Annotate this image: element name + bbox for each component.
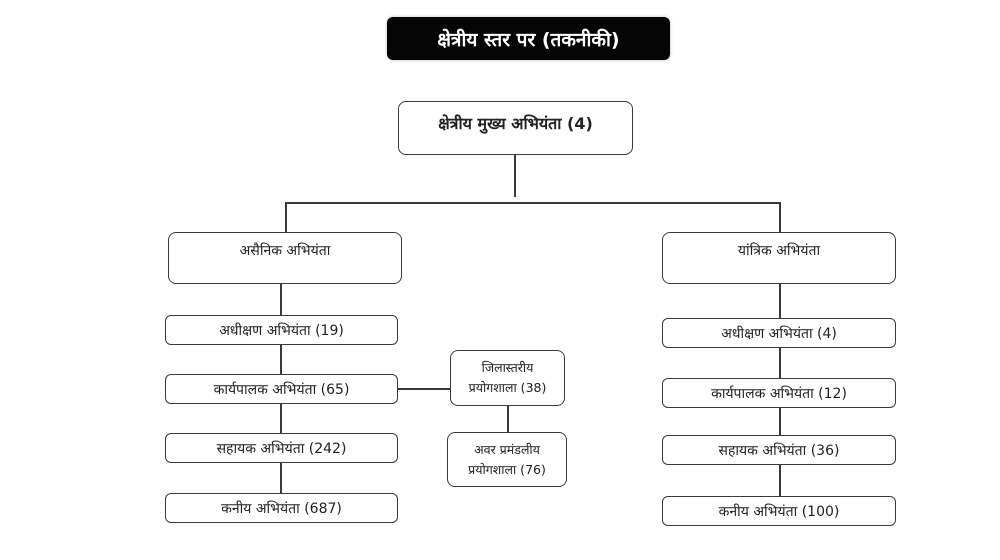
district-lab-label: जिलास्तरीय प्रयोगशाला (38) bbox=[469, 358, 547, 398]
connector-right-branch bbox=[779, 202, 781, 232]
root-node: क्षेत्रीय मुख्य अभियंता (4) bbox=[398, 101, 633, 155]
branch-civil: असैनिक अभियंता bbox=[168, 232, 402, 284]
connector-root-down bbox=[514, 155, 516, 197]
chart-title: क्षेत्रीय स्तर पर (तकनीकी) bbox=[387, 17, 670, 60]
subdivision-lab-label: अवर प्रमंडलीय प्रयोगशाला (76) bbox=[468, 440, 546, 480]
connector-left-branch bbox=[285, 202, 287, 232]
mech-item-label: कार्यपालक अभियंता (12) bbox=[711, 385, 847, 402]
district-lab-line1: जिलास्तरीय bbox=[481, 360, 534, 375]
district-lab-line2: प्रयोगशाला (38) bbox=[468, 380, 547, 395]
branch-mechanical: यांत्रिक अभियंता bbox=[662, 232, 896, 284]
subdivision-lab-line1: अवर प्रमंडलीय bbox=[474, 441, 540, 457]
mech-item-label: कनीय अभियंता (100) bbox=[718, 503, 840, 520]
mech-assistant-engineer: सहायक अभियंता (36) bbox=[662, 435, 896, 465]
connector-executive-to-lab bbox=[398, 388, 450, 390]
subdivision-lab-line2: प्रयोगशाला (76) bbox=[468, 461, 546, 477]
civil-item-label: अधीक्षण अभियंता (19) bbox=[219, 322, 344, 339]
civil-junior-engineer: कनीय अभियंता (687) bbox=[165, 493, 398, 523]
branch-mechanical-label: यांत्रिक अभियंता bbox=[737, 243, 821, 259]
mech-item-label: अधीक्षण अभियंता (4) bbox=[721, 325, 837, 342]
root-node-label: क्षेत्रीय मुख्य अभियंता (4) bbox=[438, 114, 593, 133]
chart-title-text: क्षेत्रीय स्तर पर (तकनीकी) bbox=[437, 28, 620, 51]
civil-item-label: कनीय अभियंता (687) bbox=[221, 500, 342, 517]
mech-item-label: सहायक अभियंता (36) bbox=[718, 442, 840, 459]
mech-superintending-engineer: अधीक्षण अभियंता (4) bbox=[662, 318, 896, 348]
connector-lab-to-sublab bbox=[507, 406, 509, 432]
subdivision-lab-node: अवर प्रमंडलीय प्रयोगशाला (76) bbox=[447, 432, 567, 487]
branch-civil-label: असैनिक अभियंता bbox=[239, 243, 331, 259]
civil-item-label: कार्यपालक अभियंता (65) bbox=[213, 381, 350, 398]
civil-superintending-engineer: अधीक्षण अभियंता (19) bbox=[165, 315, 398, 345]
civil-assistant-engineer: सहायक अभियंता (242) bbox=[165, 433, 398, 463]
connector-branch-bar bbox=[285, 202, 781, 204]
civil-item-label: सहायक अभियंता (242) bbox=[216, 440, 347, 457]
mech-executive-engineer: कार्यपालक अभियंता (12) bbox=[662, 378, 896, 408]
district-lab-node: जिलास्तरीय प्रयोगशाला (38) bbox=[450, 350, 565, 406]
mech-junior-engineer: कनीय अभियंता (100) bbox=[662, 496, 896, 526]
civil-executive-engineer: कार्यपालक अभियंता (65) bbox=[165, 374, 398, 404]
